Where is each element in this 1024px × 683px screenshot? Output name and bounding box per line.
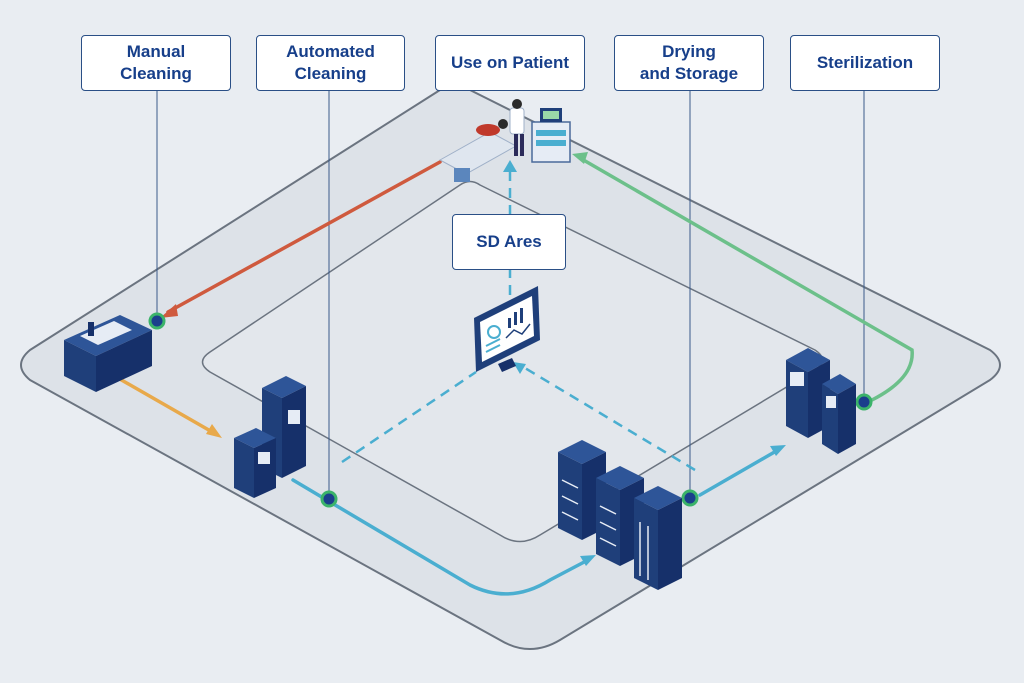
label-use-on-patient: Use on Patient [435,35,585,91]
label-manual-line2: Cleaning [120,64,192,83]
label-drying-line2: and Storage [639,64,739,83]
washer-illustration [234,376,306,498]
leader-lines [156,90,865,498]
node-automated [320,490,338,508]
arrow-sterilization-to-patient [578,156,914,402]
label-drying-and-storage: Drying and Storage [614,35,764,91]
label-manual-line1: Manual [126,42,186,61]
label-drying-line1: Drying [662,42,716,61]
arrow-patient-to-manual [166,160,442,314]
label-automated-line2: Cleaning [294,64,367,83]
node-manual [148,312,166,330]
dashed-arrowhead-up [503,160,517,172]
flow-arrows [116,152,914,596]
arrowhead-red [160,304,178,318]
label-patient-line1: Use on Patient [450,53,570,72]
stage-nodes [148,312,873,508]
arrow-automated-to-drying [291,478,590,596]
node-drying [681,489,699,507]
dashed-arrowhead-monitor [513,362,526,374]
patient-illustration [438,99,525,182]
label-automated-cleaning: Automated Cleaning [256,35,405,91]
cabinet-illustration [558,440,682,590]
arrowhead-green [572,152,588,164]
arrowhead-orange [206,424,222,438]
arrow-manual-to-automated [116,376,216,435]
monitor-icon [474,286,540,372]
label-sterilization: Sterilization [790,35,940,91]
sterilizer-illustration [786,348,856,454]
label-sterilization-line1: Sterilization [816,53,914,72]
arrow-drying-to-sterilization [698,448,780,497]
data-connections [341,168,696,472]
arrowhead-teal-2 [770,445,786,456]
node-sterilization [855,393,873,411]
label-automated-line1: Automated [286,42,375,61]
label-manual-cleaning: Manual Cleaning [81,35,231,91]
label-sd-ares-text: SD Ares [476,232,542,251]
endoscopy-tower-illustration [531,108,571,163]
label-sd-ares: SD Ares [452,214,566,270]
arrowhead-teal-1 [580,555,596,566]
sink-illustration [64,315,152,392]
